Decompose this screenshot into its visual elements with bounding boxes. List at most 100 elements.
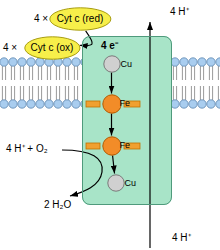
lipid-tail: [5, 66, 6, 80]
copper-center-outline: [107, 174, 125, 192]
lipid-tail: [182, 66, 183, 80]
lipid-tail: [11, 66, 12, 80]
proton-label: 4 H⁺: [172, 232, 191, 244]
lipid-tail: [194, 86, 195, 100]
lipid-tail: [203, 66, 204, 80]
lipid-tail: [38, 86, 39, 100]
lipid-tail: [23, 86, 24, 100]
node-text: Cu: [121, 58, 133, 70]
lipid-tail: [68, 86, 69, 100]
lipid-tail: [191, 86, 192, 100]
lipid-head: [216, 100, 220, 108]
lipid-tail: [209, 86, 210, 100]
heme-iron-outline: [102, 94, 122, 114]
lipid-tail: [50, 66, 51, 80]
lipid-tail: [77, 86, 78, 100]
node-text: Cyt c (ox): [31, 42, 74, 54]
lipid-tail: [11, 86, 12, 100]
lipid-tail: [65, 86, 66, 100]
lipid-tail: [176, 66, 177, 80]
lipid-head: [63, 58, 71, 66]
lipid-tail: [185, 66, 186, 80]
copper-center-outline: [103, 55, 121, 73]
lipid-head: [9, 100, 17, 108]
lipid-head: [189, 100, 197, 108]
lipid-tail: [200, 86, 201, 100]
heme-iron: Fe: [102, 136, 122, 156]
lipid-head: [180, 58, 188, 66]
lipid-tail: [212, 86, 213, 100]
lipid-tail: [29, 86, 30, 100]
copper-center-shape: [103, 55, 119, 71]
lipid-tail: [176, 86, 177, 100]
multiplier-label: 4 ×: [3, 42, 17, 54]
lipid-tail: [50, 86, 51, 100]
lipid-tail: [65, 66, 66, 80]
lipid-head: [198, 100, 206, 108]
proton-label: 4 H⁺: [170, 6, 189, 18]
lipid-head: [72, 100, 80, 108]
reactant-label: 4 H⁺ + O₂: [6, 143, 48, 155]
node-text: Cu: [125, 177, 137, 189]
lipid-tail: [20, 66, 21, 80]
lipid-tail: [41, 66, 42, 80]
heme-bar: [86, 101, 100, 107]
lipid-tail: [173, 86, 174, 100]
lipid-tail: [41, 86, 42, 100]
lipid-tail: [2, 66, 3, 80]
electron-transfer-arrow: [111, 73, 112, 94]
lipid-head: [72, 58, 80, 66]
lipid-tail: [182, 86, 183, 100]
heme-iron-shape: [102, 136, 120, 154]
lipid-tail: [203, 86, 204, 100]
lipid-tail: [212, 66, 213, 80]
cytochrome-ellipse-shape: [49, 8, 110, 30]
lipid-head: [18, 58, 26, 66]
lipid-head: [171, 58, 179, 66]
copper-center: Cu: [107, 174, 125, 192]
heme-bar: [86, 143, 100, 149]
lipid-head: [189, 58, 197, 66]
lipid-tail: [38, 66, 39, 80]
lipid-head: [27, 58, 35, 66]
lipid-tail: [194, 66, 195, 80]
lipid-head: [27, 100, 35, 108]
lipid-tail: [32, 86, 33, 100]
node-text: 4 e⁻: [101, 40, 118, 52]
protein-complex: 4 e⁻CuFeFeCu: [82, 36, 172, 205]
copper-center: Cu: [103, 55, 121, 73]
cytochrome-ellipse: Cyt c (red): [49, 7, 112, 31]
node-text: Fe: [120, 139, 131, 151]
lipid-tail: [59, 66, 60, 80]
proton-pump-arrow: [149, 22, 150, 248]
lipid-head: [9, 58, 17, 66]
node-text: Fe: [120, 97, 131, 109]
lipid-tail: [74, 66, 75, 80]
lipid-tail: [59, 86, 60, 100]
lipid-tail: [14, 66, 15, 80]
lipid-tail: [77, 66, 78, 80]
lipid-tail: [56, 66, 57, 80]
multiplier-label: 4 ×: [34, 13, 48, 25]
lipid-head: [207, 58, 215, 66]
heme-iron: Fe: [102, 94, 122, 114]
lipid-tail: [173, 66, 174, 80]
cytochrome-ellipse: Cyt c (ox): [24, 36, 81, 60]
lipid-head: [216, 58, 220, 66]
lipid-head: [54, 100, 62, 108]
lipid-tail: [2, 86, 3, 100]
lipid-tail: [32, 66, 33, 80]
lipid-tail: [14, 86, 15, 100]
cytochrome-ellipse-shape: [24, 37, 79, 59]
electron-transfer-arrow: [113, 155, 115, 173]
lipid-head: [198, 58, 206, 66]
heme-iron-shape: [102, 94, 120, 112]
lipid-head: [0, 58, 8, 66]
protein-fill: [82, 36, 172, 205]
lipid-head: [45, 100, 53, 108]
lipid-tail: [29, 66, 30, 80]
lipid-tail: [20, 86, 21, 100]
lipid-tail: [200, 66, 201, 80]
lipid-tail: [74, 86, 75, 100]
